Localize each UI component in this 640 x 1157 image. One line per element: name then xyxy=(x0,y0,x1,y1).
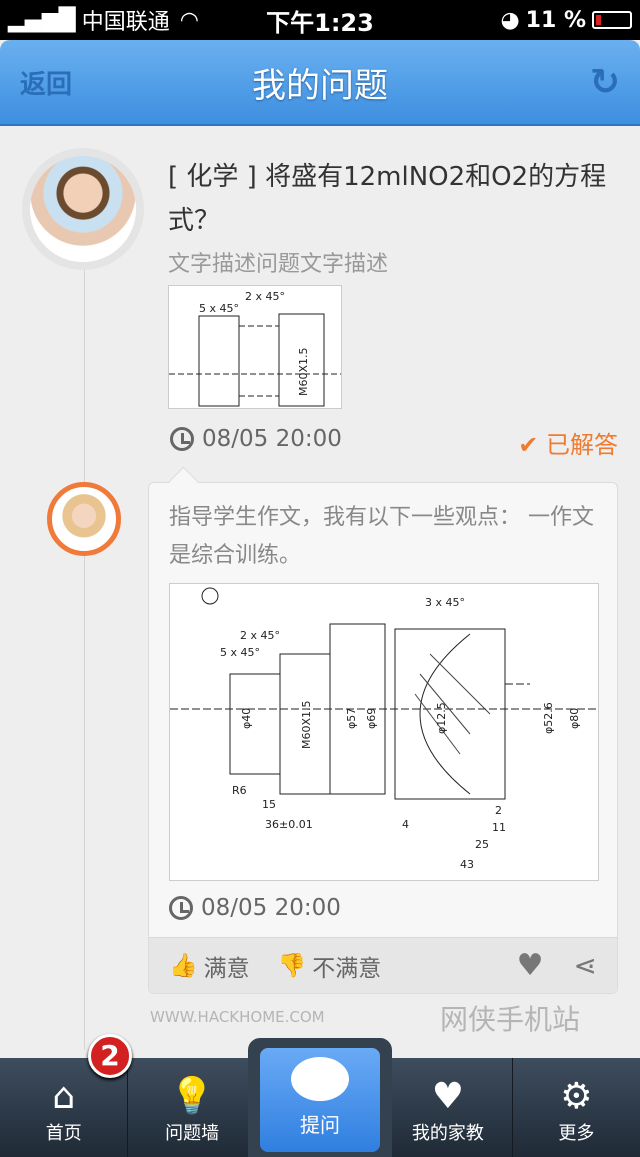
nav-bar: 返回 我的问题 ↻ xyxy=(0,40,640,126)
status-label: 已解答 xyxy=(546,431,618,459)
share-icon[interactable]: ⋖ xyxy=(573,949,597,982)
watermark-url: WWW.HACKHOME.COM xyxy=(150,1008,325,1026)
unsatisfied-label: 不满意 xyxy=(312,955,382,982)
back-button[interactable]: 返回 xyxy=(20,69,73,100)
drawing-label: 4 xyxy=(402,818,409,831)
drawing-label: φ12.5 xyxy=(435,702,448,734)
status-bar: ▂▄▆█ 中国联通 ◠ 下午1:23 ◕11 % xyxy=(0,0,640,40)
drawing-label: 2 x 45° xyxy=(240,629,280,642)
drawing-label: φ40 xyxy=(240,708,253,729)
signal-icon: ▂▄▆█ xyxy=(8,7,76,33)
tab-label: 我的家教 xyxy=(411,1123,484,1144)
wifi-icon: ◠ xyxy=(179,7,199,33)
question-time: 08/05 20:00 xyxy=(202,426,342,452)
drawing-label: M60X1.5 xyxy=(297,347,310,396)
tab-more[interactable]: ⚙ 更多 xyxy=(513,1058,640,1157)
question-description: 文字描述问题文字描述 xyxy=(168,252,389,277)
student-avatar[interactable] xyxy=(22,148,144,270)
drawing-label: φ69 xyxy=(365,708,378,729)
tab-label: 更多 xyxy=(558,1123,595,1144)
tab-label: 首页 xyxy=(45,1123,82,1144)
drawing-label: 36±0.01 xyxy=(265,818,313,831)
check-icon: ✔ xyxy=(518,431,539,459)
drawing-label: 25 xyxy=(475,838,489,851)
tab-question-wall[interactable]: 💡 问题墙 xyxy=(128,1058,257,1157)
drawing-label: φ80 xyxy=(568,708,581,729)
answer-image[interactable]: 2 x 45° 5 x 45° M60X1.5 φ40 3 x 45° φ57 … xyxy=(169,583,599,881)
answer-timestamp: 08/05 20:00 xyxy=(169,895,341,921)
tab-home[interactable]: ⌂ 首页 xyxy=(0,1058,129,1157)
question-timestamp: 08/05 20:00 xyxy=(170,426,342,452)
gear-icon: ⚙ xyxy=(560,1076,593,1117)
answer-time: 08/05 20:00 xyxy=(201,895,341,921)
drawing-label: 43 xyxy=(460,858,474,871)
thumbs-down-icon: 👎 xyxy=(277,953,307,979)
watermark: 网侠手机站 xyxy=(440,1003,581,1036)
alarm-icon: ◕ xyxy=(500,7,520,33)
drawing-label: 15 xyxy=(262,798,276,811)
heart-icon[interactable]: ♥ xyxy=(516,948,544,983)
drawing-label: R6 xyxy=(232,784,247,797)
clock-icon xyxy=(170,427,194,451)
timeline-line xyxy=(84,260,85,1050)
tutor-avatar[interactable] xyxy=(47,482,121,556)
battery-icon xyxy=(592,11,632,29)
answer-actions: 👍满意 👎不满意 ♥ ⋖ xyxy=(149,937,617,993)
drawing-label: 2 xyxy=(495,804,502,817)
drawing-label: 2 x 45° xyxy=(245,290,285,303)
carrier: 中国联通 xyxy=(81,10,170,35)
answer-text: 指导学生作文，我有以下一些观点： 一作文是综合训练。 xyxy=(169,505,594,568)
drawing-label: 11 xyxy=(492,821,506,834)
answer-card: 指导学生作文，我有以下一些观点： 一作文是综合训练。 2 x 45° 5 x 4… xyxy=(148,482,618,994)
tab-label: 问题墙 xyxy=(165,1123,220,1144)
refresh-icon[interactable]: ↻ xyxy=(589,61,620,103)
drawing-label: 3 x 45° xyxy=(425,596,465,609)
drawing-label: φ52.6 xyxy=(542,702,555,734)
heart-icon: ♥ xyxy=(431,1076,465,1117)
lightbulb-icon: 💡 xyxy=(169,1076,215,1117)
tab-my-tutor[interactable]: ♥ 我的家教 xyxy=(384,1058,513,1157)
tab-ask[interactable]: 提问 xyxy=(248,1038,392,1157)
drawing-label: 5 x 45° xyxy=(199,302,239,315)
page-title: 我的问题 xyxy=(252,65,388,106)
speech-bubble-icon xyxy=(291,1057,349,1101)
question-image[interactable]: 2 x 45° 5 x 45° M60X1.5 xyxy=(168,285,342,409)
clock-icon xyxy=(169,896,193,920)
thumbs-up-icon: 👍 xyxy=(169,953,198,979)
drawing-label: M60X1.5 xyxy=(300,700,313,749)
status-badge: ✔ 已解答 xyxy=(518,425,618,460)
notification-badge: 2 xyxy=(88,1034,132,1078)
drawing-label: φ57 xyxy=(345,708,358,729)
satisfied-button[interactable]: 👍满意 xyxy=(169,949,250,983)
drawing-label: 5 x 45° xyxy=(220,646,260,659)
battery-percent: 11 % xyxy=(525,7,586,33)
unsatisfied-button[interactable]: 👎不满意 xyxy=(278,949,382,983)
clock-time: 下午1:23 xyxy=(266,8,374,37)
question-title[interactable]: [ 化学 ] 将盛有12mlNO2和O2的方程式？ xyxy=(168,162,607,236)
home-icon: ⌂ xyxy=(52,1076,76,1117)
satisfied-label: 满意 xyxy=(203,955,250,982)
tab-label: 提问 xyxy=(300,1113,340,1137)
